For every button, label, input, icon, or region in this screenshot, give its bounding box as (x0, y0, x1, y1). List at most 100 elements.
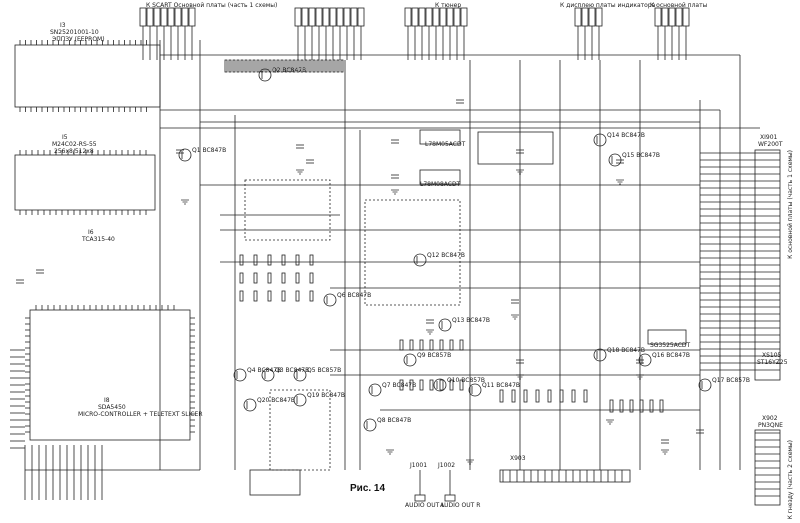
transistor-label: Q17 BC857B (712, 377, 751, 384)
ic-i5-note: 256x8/512x8 (54, 148, 94, 155)
resistor (336, 59, 340, 73)
display-header-pin (588, 7, 596, 27)
resistor (309, 290, 314, 302)
transistor-symbol (593, 348, 607, 362)
resistor (459, 379, 464, 391)
transistor-label: Q16 BC847B (652, 352, 691, 359)
transistor-label: Q2 BC847B (272, 67, 307, 74)
transistor-symbol (433, 378, 447, 392)
connector-x902-body (754, 429, 781, 506)
main-board-header-pin (668, 7, 676, 27)
display-header-pin (574, 7, 582, 27)
transistor-label: Q15 BC847B (622, 152, 661, 159)
transistor-symbol (178, 148, 192, 162)
transistor-symbol (293, 393, 307, 407)
audio-jack (444, 494, 456, 502)
transistor-symbol (233, 368, 247, 382)
audio-jack (414, 494, 426, 502)
ic-i6-part: TCA315-40 (82, 236, 115, 243)
transistor-label: Q18 BC847B (607, 347, 646, 354)
main-header-pin (308, 7, 316, 27)
header-tuner-connector: К тюнер (435, 2, 462, 9)
resistor (609, 399, 614, 413)
main-header-pin (315, 7, 323, 27)
resistor (228, 59, 232, 73)
resistor (304, 59, 308, 73)
resistor (281, 290, 286, 302)
transistor-label: Q20 BC847B (257, 397, 296, 404)
transistor-label: Q8 BC847B (377, 417, 412, 424)
main-header-pin (329, 7, 337, 27)
ic-i8-body (29, 309, 191, 441)
resistor (409, 339, 414, 351)
resistor (459, 339, 464, 351)
tuner-header-pin (404, 7, 412, 27)
resistor (309, 254, 314, 266)
resistor (253, 290, 258, 302)
scart-header-pin (146, 7, 154, 27)
connector-x902-part: PN3QNE (758, 422, 783, 429)
ic-i8-ref: I8 (104, 397, 110, 404)
transistor-label: Q6 BC847B (337, 292, 372, 299)
sub-circuit-box (244, 179, 331, 241)
ic-i12-part: L78M08ACDT (420, 181, 461, 188)
connector-x903-ref: X903 (510, 455, 526, 462)
main-header-pin (350, 7, 358, 27)
resistor (419, 339, 424, 351)
resistor (439, 379, 444, 391)
main-header-pin (301, 7, 309, 27)
transistor-symbol (608, 153, 622, 167)
resistor (499, 389, 504, 403)
tuner-header-pin (453, 7, 461, 27)
ic-i11-body (419, 129, 461, 145)
resistor (256, 59, 260, 73)
tuner-header-pin (425, 7, 433, 27)
jack-j1002-ref: J1002 (438, 462, 456, 469)
transistor-symbol (368, 383, 382, 397)
transistor-symbol (468, 383, 482, 397)
resistor (659, 399, 664, 413)
resistor (429, 339, 434, 351)
resistor (295, 272, 300, 284)
right-bottom-connector-label: К гнезду (часть 2 схемы) (787, 440, 794, 520)
resistor (629, 399, 634, 413)
resistor (272, 59, 276, 73)
ic-i12-body (419, 169, 461, 185)
transistor-symbol (593, 133, 607, 147)
ground-symbols (181, 169, 669, 465)
main-board-header-pin (682, 7, 690, 27)
transistor-label: Q12 BC847B (427, 252, 466, 259)
resistor (571, 389, 576, 403)
resistor (523, 389, 528, 403)
crystal-block (249, 469, 301, 496)
ic-i3-note: ЭППЗУ (EEPROM) (52, 36, 105, 43)
transistor-symbol (438, 318, 452, 332)
resistor (409, 379, 414, 391)
connector-x901-part: WF200T (758, 141, 783, 148)
transistor-label: Q11 BC847B (482, 382, 521, 389)
resistor (268, 59, 272, 73)
transistor-label: Q5 BC857B (307, 367, 342, 374)
resistor (267, 290, 272, 302)
resistor (264, 59, 268, 73)
resistor (559, 389, 564, 403)
resistor (419, 379, 424, 391)
ic-i3-ref: I3 (60, 22, 66, 29)
scart-header-pin (139, 7, 147, 27)
resistor (439, 339, 444, 351)
main-header-pin (357, 7, 365, 27)
component-symbols (14, 7, 781, 506)
connector-xs105-ref: XS105 (762, 352, 782, 359)
resistor (300, 59, 304, 73)
resistor (429, 379, 434, 391)
transistor-symbol (638, 353, 652, 367)
transistor-label: Q4 BC847B (247, 367, 282, 374)
jack-audio-out-l: AUDIO OUT L (405, 502, 445, 509)
resistor (239, 290, 244, 302)
main-header-pin (322, 7, 330, 27)
resistor (267, 254, 272, 266)
transistor-symbol (258, 68, 272, 82)
header-scart-connector: К SCART Основной платы (часть 1 схемы) (146, 2, 278, 9)
resistor (535, 389, 540, 403)
